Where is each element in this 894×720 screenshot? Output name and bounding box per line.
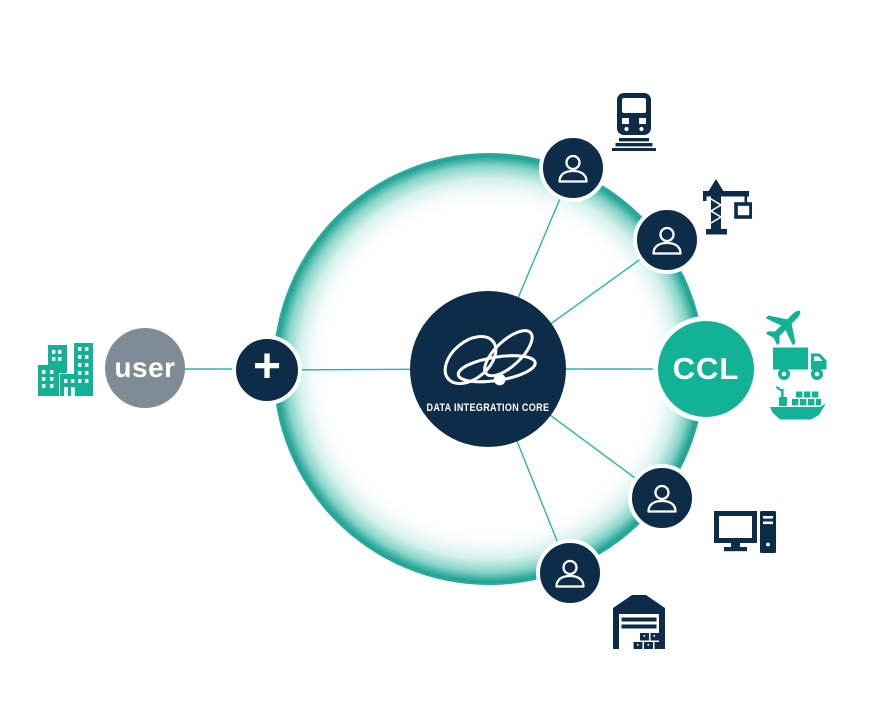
ccl-label: CCL [672, 351, 740, 386]
truck-icon [773, 345, 827, 382]
cargo-ship-icon [770, 384, 826, 422]
person-icon [649, 225, 685, 256]
ccl-node: CCL [653, 316, 759, 422]
user-node: user [105, 328, 185, 408]
computer-icon [714, 511, 776, 557]
person-icon [644, 483, 680, 514]
user-label: user [114, 352, 176, 383]
person-node-lower-right [628, 464, 696, 532]
plus-node: + [232, 335, 302, 405]
core-node: DATA INTEGRATION CORE [410, 291, 566, 447]
office-buildings-icon [38, 343, 96, 399]
train-icon [612, 93, 656, 151]
person-icon [552, 558, 588, 589]
person-node-bottom [536, 539, 604, 607]
person-node-upper-right [633, 206, 701, 274]
person-icon [555, 153, 591, 184]
person-node-top [539, 134, 607, 202]
warehouse-icon [613, 595, 665, 649]
plus-label: + [252, 340, 282, 393]
crane-icon [698, 179, 753, 237]
orbit-ellipses-logo [434, 325, 542, 395]
core-label: DATA INTEGRATION CORE [426, 401, 550, 414]
airplane-icon [762, 303, 808, 349]
